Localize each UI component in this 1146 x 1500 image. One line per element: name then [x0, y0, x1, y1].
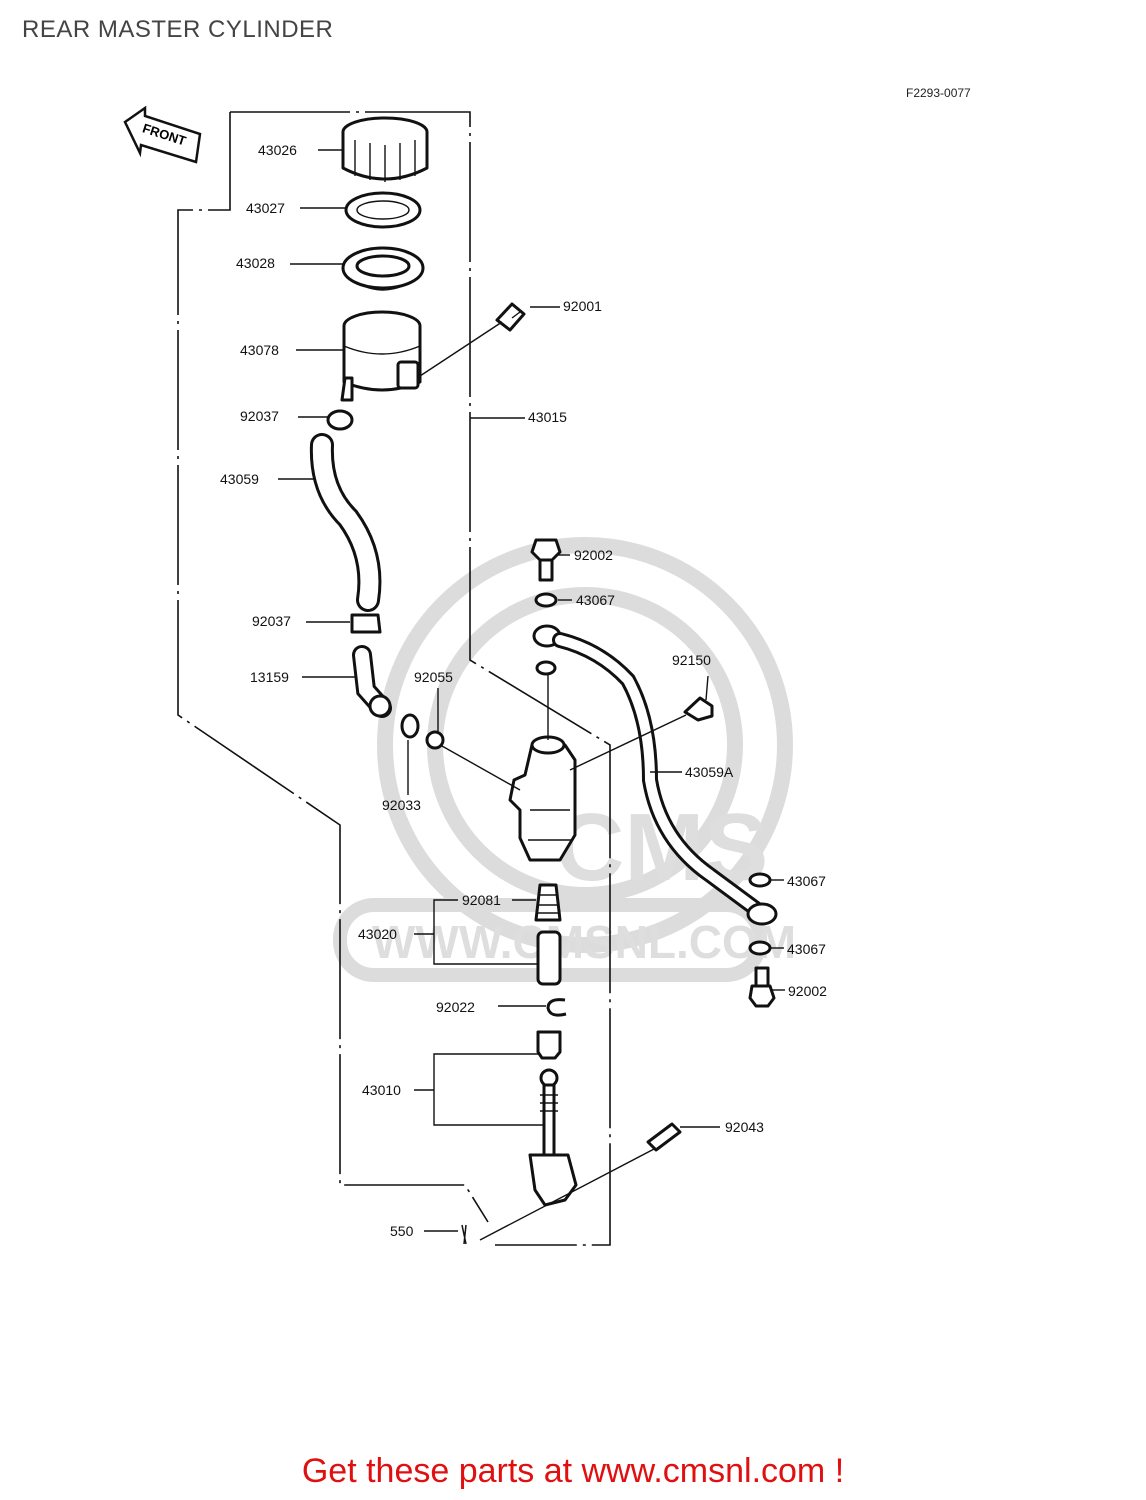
frame-left [177, 112, 489, 1223]
label-43027[interactable]: 43027 [246, 200, 285, 216]
assembly-frame [177, 111, 611, 1246]
figure-code: F2293-0077 [906, 86, 971, 100]
part-labels: 43026 43027 43028 43078 92001 92037 4301… [220, 142, 827, 1239]
label-550[interactable]: 550 [390, 1223, 414, 1239]
label-92037-lower[interactable]: 92037 [252, 613, 291, 629]
call-to-action-text[interactable]: Get these parts at www.cmsnl.com ! [301, 1452, 845, 1490]
label-43020[interactable]: 43020 [358, 926, 397, 942]
label-92081[interactable]: 92081 [462, 892, 501, 908]
front-arrow-icon [123, 105, 202, 164]
part-master-cylinder-body[interactable] [508, 735, 577, 862]
watermark-ring-outer [377, 537, 793, 953]
label-43059A[interactable]: 43059A [685, 764, 734, 780]
part-92002-banjo-bolt-lower[interactable] [748, 966, 776, 1008]
leader-lines [278, 149, 785, 1241]
part-43026-reservoir-cap[interactable] [341, 116, 429, 182]
part-92037-clamp-lower[interactable] [350, 613, 382, 634]
label-13159[interactable]: 13159 [250, 669, 289, 685]
part-92081-boot[interactable] [534, 883, 562, 922]
frame-right [230, 111, 611, 1246]
label-43067-right-upper[interactable]: 43067 [787, 873, 826, 889]
call-to-action-banner[interactable]: Get these parts at www.cmsnl.com ! [0, 1452, 1146, 1491]
label-43010[interactable]: 43010 [362, 1082, 401, 1098]
part-washer-mid[interactable] [535, 660, 557, 676]
parts-diagram: CMS WWW.CMSNL.COM FRONT [123, 105, 827, 1246]
part-43027-plate[interactable] [344, 191, 422, 229]
part-92002-banjo-bolt-upper[interactable] [530, 538, 562, 582]
label-43028[interactable]: 43028 [236, 255, 275, 271]
part-13159-elbow[interactable] [352, 645, 392, 718]
label-92150[interactable]: 92150 [672, 652, 711, 668]
front-arrow: FRONT [123, 105, 202, 164]
part-43067-washer-upper[interactable] [534, 592, 558, 608]
label-92002-lower[interactable]: 92002 [788, 983, 827, 999]
part-92001-screw[interactable] [495, 302, 526, 332]
label-92033[interactable]: 92033 [382, 797, 421, 813]
label-43059[interactable]: 43059 [220, 471, 259, 487]
part-92037-clamp-upper[interactable] [326, 409, 354, 431]
label-43015[interactable]: 43015 [528, 409, 567, 425]
part-43059-hose[interactable] [309, 433, 382, 612]
part-92150-bolt[interactable] [683, 696, 714, 722]
part-piston[interactable] [536, 930, 562, 986]
label-92043[interactable]: 92043 [725, 1119, 764, 1135]
part-92043-pin[interactable] [646, 1122, 682, 1152]
part-92022-snap-ring[interactable] [546, 998, 567, 1017]
page-title: REAR MASTER CYLINDER [22, 16, 334, 43]
label-43067-right-lower[interactable]: 43067 [787, 941, 826, 957]
part-92055-o-ring[interactable] [425, 730, 445, 750]
part-550-cotter-pin[interactable] [461, 1224, 467, 1245]
label-92022[interactable]: 92022 [436, 999, 475, 1015]
part-43078-reservoir[interactable] [340, 310, 422, 402]
part-43010-push-rod[interactable] [528, 1030, 578, 1207]
part-92033-circlip[interactable] [400, 713, 420, 739]
watermark-url: WWW.CMSNL.COM [372, 916, 796, 968]
label-92055[interactable]: 92055 [414, 669, 453, 685]
label-43026[interactable]: 43026 [258, 142, 297, 158]
part-43067-washer-right-upper[interactable] [748, 872, 772, 888]
label-92037-upper[interactable]: 92037 [240, 408, 279, 424]
label-43078[interactable]: 43078 [240, 342, 279, 358]
label-92002-upper[interactable]: 92002 [574, 547, 613, 563]
label-92001[interactable]: 92001 [563, 298, 602, 314]
part-43067-washer-right-lower[interactable] [748, 940, 772, 956]
part-43028-diaphragm[interactable] [341, 246, 425, 291]
label-43067-upper[interactable]: 43067 [576, 592, 615, 608]
